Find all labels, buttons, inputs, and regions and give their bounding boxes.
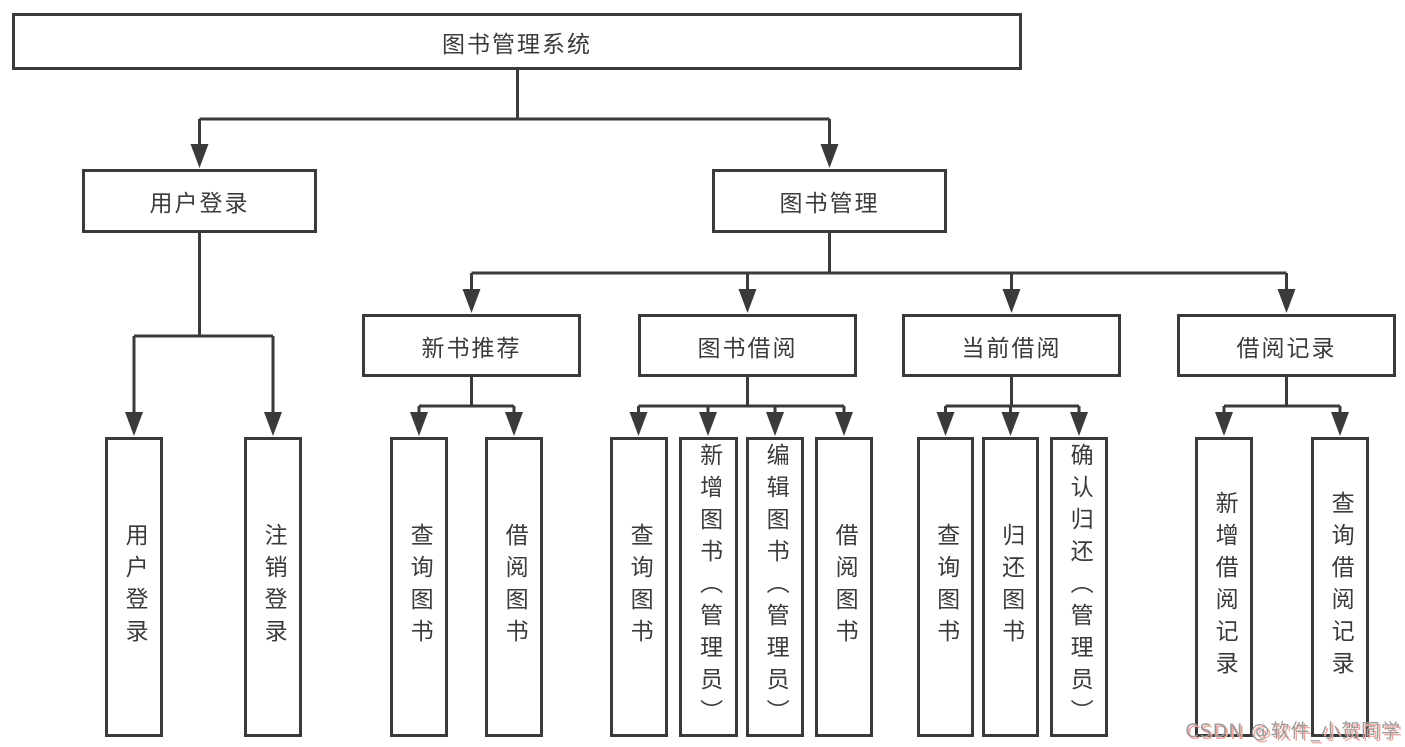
leaf-query-books-recommend: 查询图书: [390, 437, 448, 737]
leaf-add-book-admin: 新增图书（管理员）: [679, 437, 738, 737]
node-borrowing-records: 借阅记录: [1177, 314, 1396, 377]
node-new-book-recommend-label: 新书推荐: [421, 335, 522, 362]
leaf-query-books-current: 查询图书: [917, 437, 974, 737]
node-current-borrowing-label: 当前借阅: [961, 335, 1062, 362]
leaf-user-login: 用户登录: [105, 437, 163, 737]
node-user-login-label: 用户登录: [149, 191, 250, 217]
leaf-borrow-books-recommend: 借阅图书: [485, 437, 543, 737]
node-book-management: 图书管理: [712, 169, 947, 233]
node-borrowing-records-label: 借阅记录: [1236, 335, 1337, 362]
node-system-root: 图书管理系统: [12, 13, 1022, 70]
leaf-return-books: 归还图书: [982, 437, 1039, 737]
leaf-confirm-return-admin: 确认归还（管理员）: [1050, 437, 1108, 737]
node-user-login: 用户登录: [82, 169, 317, 233]
node-book-borrowing-label: 图书借阅: [697, 335, 798, 362]
node-book-borrowing: 图书借阅: [638, 314, 857, 377]
node-current-borrowing: 当前借阅: [902, 314, 1121, 377]
leaf-add-borrow-record: 新增借阅记录: [1195, 437, 1253, 737]
node-book-management-label: 图书管理: [779, 191, 880, 217]
leaf-borrow-books: 借阅图书: [815, 437, 873, 737]
arrowheads: [125, 144, 1349, 436]
leaf-logout: 注销登录: [244, 437, 302, 737]
leaf-query-borrow-record: 查询借阅记录: [1311, 437, 1369, 737]
csdn-watermark: CSDN @软件_小贺同学: [1185, 720, 1401, 742]
node-new-book-recommend: 新书推荐: [362, 314, 581, 377]
node-system-root-label: 图书管理系统: [442, 31, 592, 58]
leaf-query-books-borrowing: 查询图书: [610, 437, 668, 737]
leaf-edit-book-admin: 编辑图书（管理员）: [746, 437, 804, 737]
